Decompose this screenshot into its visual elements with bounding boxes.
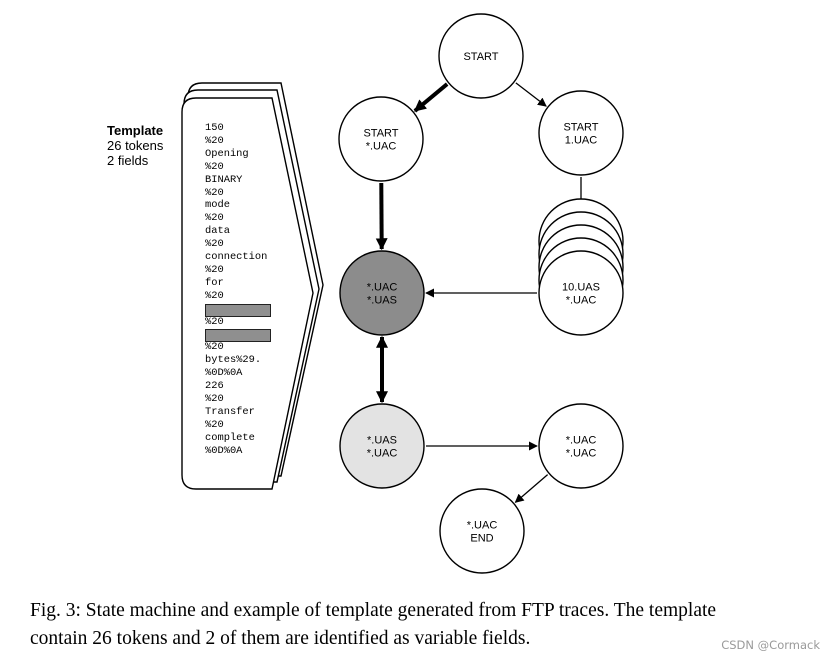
template-token: BINARY <box>205 173 243 186</box>
state-label: START <box>463 51 498 63</box>
template-title: Template <box>107 123 164 138</box>
state-circle <box>339 403 425 489</box>
template-token: Transfer <box>205 405 255 418</box>
template-stack <box>181 82 324 490</box>
template-token: %20 <box>205 263 224 276</box>
state-circle <box>438 13 524 99</box>
template-field-count: 2 fields <box>107 153 149 168</box>
variable-field-token <box>205 303 271 317</box>
state-circle <box>339 250 425 336</box>
state-label: *.UAC <box>566 295 597 307</box>
template-token: 226 <box>205 380 224 392</box>
state-circle <box>538 90 624 176</box>
template-token: %20 <box>205 238 224 251</box>
state-label: *.UAS <box>367 295 397 307</box>
template-token: %20 <box>205 418 224 431</box>
state-node-start-uac: START*.UAC <box>338 96 424 182</box>
template-token: %0D%0A <box>205 444 243 457</box>
template-token: for <box>205 276 224 289</box>
template-token: %0D%0A <box>205 367 243 380</box>
state-label: START <box>563 122 598 134</box>
state-label: *.UAC <box>367 448 398 460</box>
state-label: START <box>363 128 398 140</box>
transition-start-to-start-uac <box>413 82 449 113</box>
template-legend: Template 26 tokens 2 fields <box>107 123 163 168</box>
template-token: complete <box>205 431 255 444</box>
edges <box>375 82 586 503</box>
template-token: %20 <box>205 212 224 225</box>
transition-uac-uac-to-uac-end <box>514 474 549 503</box>
state-circle <box>439 488 525 574</box>
template-token: data <box>205 225 230 238</box>
state-node-10uas-uac: 10.UAS*.UAC <box>538 198 624 336</box>
watermark: CSDN @Cormack <box>721 638 820 652</box>
template-token: %20 <box>205 392 224 405</box>
caption-line-2: contain 26 tokens and 2 of them are iden… <box>30 628 531 649</box>
figure-caption: Fig. 3: State machine and example of tem… <box>30 597 836 653</box>
template-token: %20 <box>205 289 224 302</box>
state-label: END <box>470 533 493 545</box>
template-page-front <box>181 97 314 490</box>
state-label: *.UAC <box>566 435 597 447</box>
template-token: %20 <box>205 134 224 147</box>
template-token: %20 <box>205 160 224 173</box>
state-circle <box>538 403 624 489</box>
state-node-uac-uas: *.UAC*.UAS <box>339 250 425 336</box>
nodes: STARTSTART*.UACSTART1.UAC*.UAC*.UAS10.UA… <box>338 13 624 574</box>
template-token: Opening <box>205 147 249 160</box>
caption-line-1: Fig. 3: State machine and example of tem… <box>30 600 717 621</box>
template-token: %20 <box>205 315 224 328</box>
template-token: %20 <box>205 186 224 199</box>
state-circle <box>538 250 624 336</box>
template-token-count: 26 tokens <box>107 138 164 153</box>
template-token: bytes%29. <box>205 354 262 367</box>
state-circle <box>338 96 424 182</box>
state-label: *.UAC <box>366 141 397 153</box>
state-label: 1.UAC <box>565 135 597 147</box>
template-token: 150 <box>205 122 224 134</box>
state-node-uas-uac: *.UAS*.UAC <box>339 403 425 489</box>
template-token: %20 <box>205 341 224 354</box>
state-node-uac-uac: *.UAC*.UAC <box>538 403 624 489</box>
state-label: *.UAS <box>367 435 397 447</box>
state-label: *.UAC <box>467 520 498 532</box>
state-label: 10.UAS <box>562 282 600 294</box>
state-node-start: START <box>438 13 524 99</box>
transition-start-to-start-1uac <box>515 82 547 107</box>
state-label: *.UAC <box>566 448 597 460</box>
state-label: *.UAC <box>367 282 398 294</box>
variable-field-token <box>205 329 271 343</box>
template-token: mode <box>205 199 230 212</box>
template-token: connection <box>205 251 268 263</box>
